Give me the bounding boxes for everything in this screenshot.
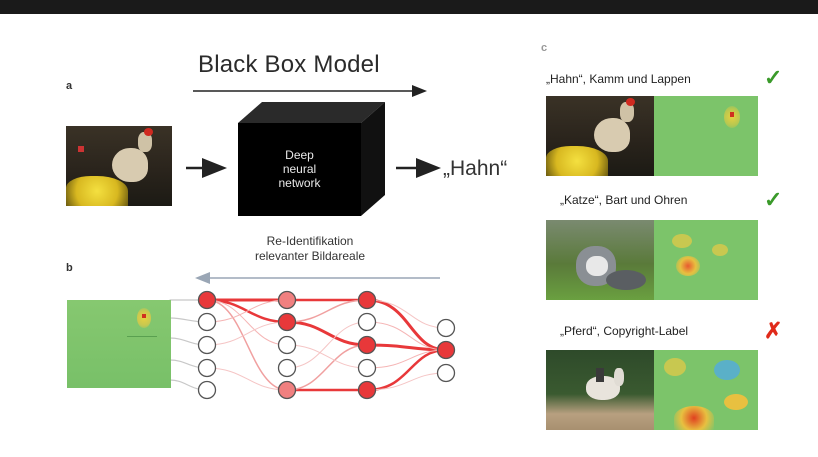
rooster-photo bbox=[66, 126, 172, 206]
output-label: „Hahn“ bbox=[443, 157, 508, 180]
example-heatmap-cat bbox=[654, 220, 758, 300]
neuron-out-2 bbox=[436, 340, 456, 360]
neuron-l2-5 bbox=[277, 380, 297, 400]
black-box-title: Black Box Model bbox=[198, 51, 380, 78]
network-connections bbox=[169, 298, 448, 392]
check-icon-2: ✓ bbox=[764, 187, 783, 212]
network-neurons bbox=[197, 290, 456, 400]
reid-line-2: relevanter Bildareale bbox=[254, 249, 366, 263]
reid-line-1: Re-Identifikation bbox=[266, 234, 354, 248]
example-caption-2: „Katze“, Bart und Ohren bbox=[560, 193, 688, 207]
neuron-l2-3 bbox=[277, 335, 297, 355]
relevance-heatmap bbox=[67, 300, 171, 388]
top-bar bbox=[0, 0, 818, 14]
example-photo-rooster bbox=[546, 96, 654, 176]
neuron-l3-4 bbox=[357, 358, 377, 378]
neuron-l3-2 bbox=[357, 312, 377, 332]
box-text-line-1: Deep bbox=[285, 148, 314, 162]
panel-label-b: b bbox=[66, 262, 73, 274]
neuron-l1-1 bbox=[197, 290, 217, 310]
black-box-cube bbox=[238, 102, 385, 216]
neuron-out-1 bbox=[436, 318, 456, 338]
reidentification-label: Re-Identifikation relevanter Bildareale bbox=[220, 234, 400, 264]
example-caption-3: „Pferd“, Copyright-Label bbox=[560, 324, 689, 338]
neuron-l2-4 bbox=[277, 358, 297, 378]
box-text-line-2: neural bbox=[282, 162, 317, 176]
example-photo-cat bbox=[546, 220, 654, 300]
neuron-l2-2 bbox=[277, 312, 297, 332]
example-photo-horse bbox=[546, 350, 654, 430]
cross-icon-3: ✗ bbox=[764, 318, 783, 343]
example-heatmap-rooster bbox=[654, 96, 758, 176]
panel-label-a: a bbox=[66, 80, 73, 92]
box-text-line-3: network bbox=[278, 176, 321, 190]
neuron-l1-5 bbox=[197, 380, 217, 400]
neuron-l3-1 bbox=[357, 290, 377, 310]
example-heatmap-horse bbox=[654, 350, 758, 430]
panel-label-c: c bbox=[541, 42, 548, 54]
example-caption-1: „Hahn“, Kamm und Lappen bbox=[546, 72, 691, 86]
black-box-text: Deep neural network bbox=[238, 148, 361, 190]
neuron-l1-3 bbox=[197, 335, 217, 355]
neuron-out-3 bbox=[436, 363, 456, 383]
neuron-l3-3 bbox=[357, 335, 377, 355]
neuron-l3-5 bbox=[357, 380, 377, 400]
check-icon-1: ✓ bbox=[764, 65, 783, 90]
neuron-l2-1 bbox=[277, 290, 297, 310]
neuron-l1-2 bbox=[197, 312, 217, 332]
neuron-l1-4 bbox=[197, 358, 217, 378]
